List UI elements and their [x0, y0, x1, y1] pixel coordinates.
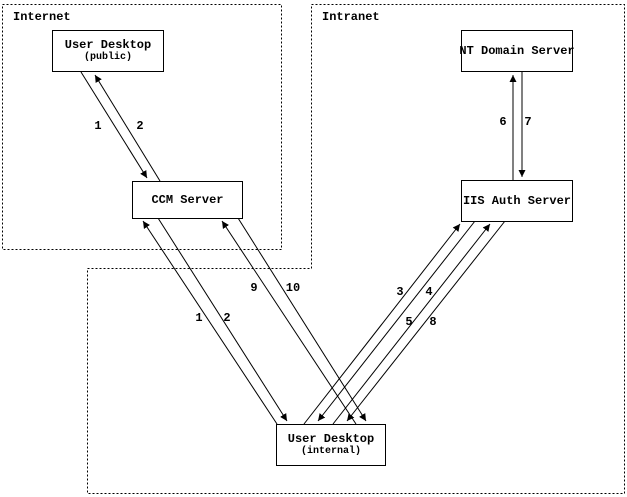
- edge-2-ccm-to-internal-desktop: [157, 217, 288, 422]
- internet-region-label: Internet: [13, 10, 71, 24]
- edge-1-internal-desktop-to-ccm: [142, 220, 278, 425]
- edge-5-internal-desktop-to-iis: [332, 223, 491, 425]
- node-ccm-server-title: CCM Server: [151, 192, 224, 207]
- intranet-region-label: Intranet: [322, 10, 380, 24]
- intranet-region-outline: [87, 4, 625, 494]
- node-user-desktop-public-subtitle: (public): [83, 52, 132, 63]
- edge-label-4: 4: [425, 285, 433, 299]
- node-iis-auth-server: IIS Auth Server: [461, 180, 573, 222]
- edge-4-iis-to-internal-desktop: [317, 220, 476, 422]
- edge-label-1-internal: 1: [195, 311, 203, 325]
- node-user-desktop-public: User Desktop (public): [52, 30, 164, 72]
- internet-region-outline: [2, 4, 282, 250]
- edge-label-8: 8: [429, 315, 437, 329]
- node-nt-domain-server: NT Domain Server: [459, 30, 575, 72]
- edge-label-3: 3: [396, 285, 404, 299]
- edge-label-7: 7: [524, 115, 532, 129]
- node-user-desktop-public-title: User Desktop: [64, 38, 152, 52]
- node-iis-auth-server-title: IIS Auth Server: [462, 193, 572, 208]
- edge-2-ccm-to-public-desktop: [94, 74, 161, 182]
- edge-8-iis-to-internal-desktop: [346, 220, 506, 422]
- node-user-desktop-internal-subtitle: (internal): [300, 446, 361, 457]
- node-user-desktop-internal: User Desktop (internal): [276, 424, 386, 466]
- edge-label-2-internal: 2: [223, 311, 231, 325]
- edge-label-2-public: 2: [136, 119, 144, 133]
- edge-label-5: 5: [405, 315, 413, 329]
- edge-3-internal-desktop-to-iis: [303, 223, 461, 425]
- node-ccm-server: CCM Server: [132, 181, 243, 219]
- edge-9-internal-desktop-to-ccm: [221, 220, 357, 425]
- edge-label-6: 6: [499, 115, 507, 129]
- edge-1-public-desktop-to-ccm: [80, 71, 148, 179]
- node-user-desktop-internal-title: User Desktop: [287, 432, 375, 446]
- edge-label-1-public: 1: [94, 119, 102, 133]
- edge-label-10: 10: [285, 281, 301, 295]
- edge-label-9: 9: [250, 281, 258, 295]
- node-nt-domain-server-title: NT Domain Server: [459, 43, 575, 58]
- edge-10-ccm-to-internal-desktop: [237, 217, 367, 422]
